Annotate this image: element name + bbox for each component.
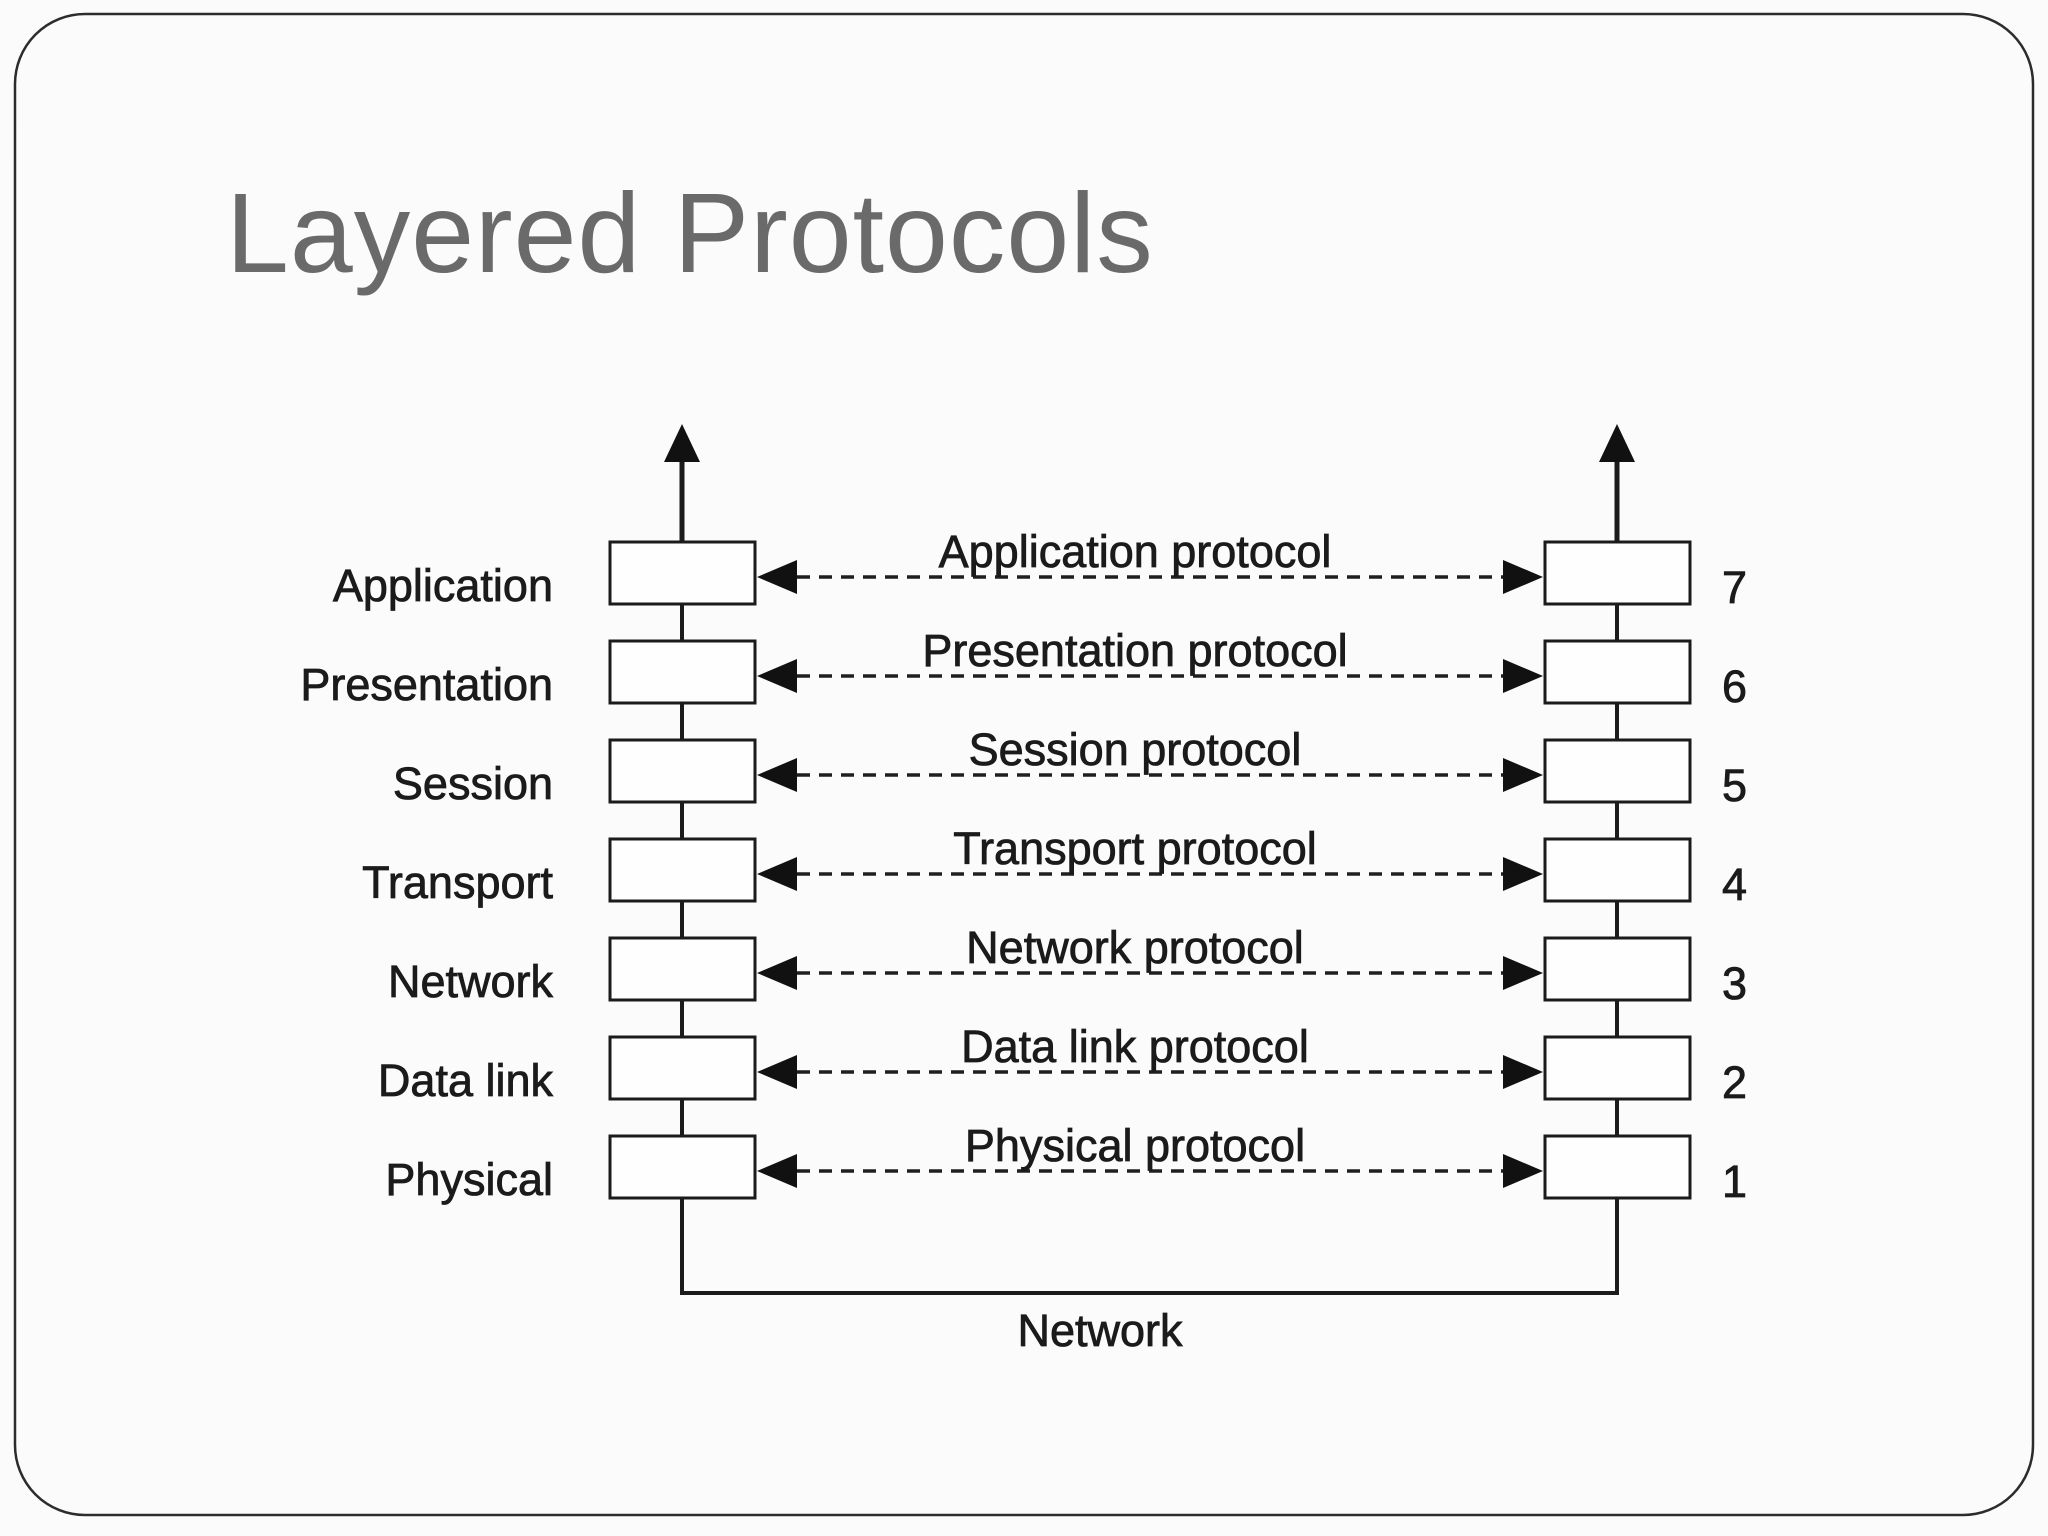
layer-box-right xyxy=(1543,1134,1692,1200)
arrowhead-left-icon xyxy=(757,659,797,693)
layer-row: Physical Physical protocol 1 xyxy=(385,1120,1747,1208)
layer-label: Application xyxy=(333,560,553,611)
protocol-label: Data link protocol xyxy=(961,1021,1309,1072)
layer-box-right xyxy=(1543,540,1692,606)
protocol-label: Presentation protocol xyxy=(922,625,1347,676)
up-arrow-right-icon xyxy=(1599,424,1635,462)
layer-row: Application Application protocol 7 xyxy=(332,526,1747,614)
layer-box-left xyxy=(608,540,757,606)
layer-row: Presentation Presentation protocol 6 xyxy=(300,625,1748,713)
arrowhead-right-icon xyxy=(1503,1154,1543,1188)
layer-row: Data link Data link protocol 2 xyxy=(378,1021,1748,1109)
arrowhead-left-icon xyxy=(757,1154,797,1188)
arrowhead-right-icon xyxy=(1503,857,1543,891)
layer-number: 3 xyxy=(1722,958,1747,1009)
layer-number: 4 xyxy=(1722,859,1747,910)
layer-box-left xyxy=(608,936,757,1002)
arrowhead-left-icon xyxy=(757,1055,797,1089)
layer-number: 1 xyxy=(1722,1156,1747,1207)
layer-number: 6 xyxy=(1722,661,1747,712)
arrowhead-right-icon xyxy=(1503,1055,1543,1089)
layer-box-left xyxy=(608,738,757,804)
page-title: Layered Protocols xyxy=(226,170,1154,296)
arrowhead-right-icon xyxy=(1503,956,1543,990)
up-arrow-left-icon xyxy=(664,424,700,462)
protocol-label: Application protocol xyxy=(939,526,1332,577)
layer-box-left xyxy=(608,837,757,903)
layer-box-right xyxy=(1543,639,1692,705)
layer-row: Network Network protocol 3 xyxy=(388,922,1748,1010)
arrowhead-left-icon xyxy=(757,560,797,594)
layer-box-right xyxy=(1543,738,1692,804)
protocol-label: Transport protocol xyxy=(953,823,1317,874)
layer-label: Presentation xyxy=(300,659,553,710)
layer-label: Session xyxy=(393,758,553,809)
slide-border xyxy=(13,12,2035,1517)
protocol-label: Network protocol xyxy=(966,922,1304,973)
arrowhead-left-icon xyxy=(757,758,797,792)
layer-box-right xyxy=(1543,1035,1692,1101)
layer-label: Transport xyxy=(362,857,553,908)
layer-row: Session Session protocol 5 xyxy=(393,724,1748,812)
layer-row: Transport Transport protocol 4 xyxy=(362,823,1748,911)
layer-label: Physical xyxy=(385,1154,553,1205)
layer-label: Data link xyxy=(378,1055,554,1106)
layer-box-left xyxy=(608,1035,757,1101)
protocol-label: Session protocol xyxy=(969,724,1302,775)
network-bus xyxy=(680,542,1619,1295)
network-bus-label: Network xyxy=(1017,1305,1183,1356)
layer-box-right xyxy=(1543,837,1692,903)
arrowhead-right-icon xyxy=(1503,659,1543,693)
layer-box-left xyxy=(608,639,757,705)
layer-number: 2 xyxy=(1722,1057,1747,1108)
layer-box-left xyxy=(608,1134,757,1200)
layer-box-right xyxy=(1543,936,1692,1002)
layer-label: Network xyxy=(388,956,554,1007)
arrowhead-right-icon xyxy=(1503,560,1543,594)
layer-number: 7 xyxy=(1722,562,1747,613)
arrowhead-right-icon xyxy=(1503,758,1543,792)
arrowhead-left-icon xyxy=(757,956,797,990)
arrowhead-left-icon xyxy=(757,857,797,891)
layer-number: 5 xyxy=(1722,760,1747,811)
protocol-label: Physical protocol xyxy=(965,1120,1305,1171)
